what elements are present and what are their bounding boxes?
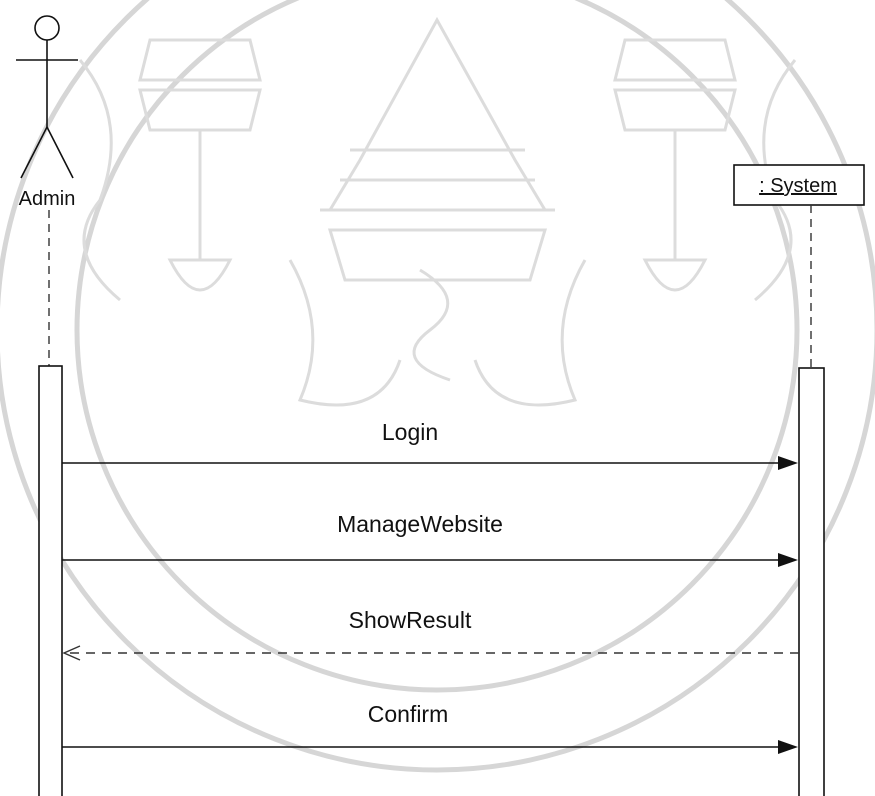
message-managewebsite: ManageWebsite: [62, 511, 798, 567]
message-login: Login: [62, 419, 798, 470]
system-activation-bar: [798, 367, 825, 796]
actor-label: Admin: [19, 188, 76, 210]
message-confirm: Confirm: [62, 701, 798, 754]
open-arrowhead-icon: [62, 645, 81, 661]
seal-watermark: [0, 0, 875, 773]
admin-actor: Admin: [16, 15, 78, 210]
stick-figure-icon: [16, 15, 78, 179]
message-showresult: ShowResult: [62, 607, 799, 661]
system-object: : System: [733, 164, 865, 206]
message-label: ShowResult: [349, 607, 472, 633]
admin-activation-bar: [38, 365, 63, 796]
system-object-box: [733, 164, 865, 206]
arrowhead-icon: [778, 456, 798, 470]
arrowhead-icon: [778, 553, 798, 567]
system-label: : System: [759, 175, 837, 197]
message-label: Confirm: [368, 701, 449, 727]
arrowhead-icon: [778, 740, 798, 754]
message-label: ManageWebsite: [337, 511, 503, 537]
message-label: Login: [382, 419, 438, 445]
